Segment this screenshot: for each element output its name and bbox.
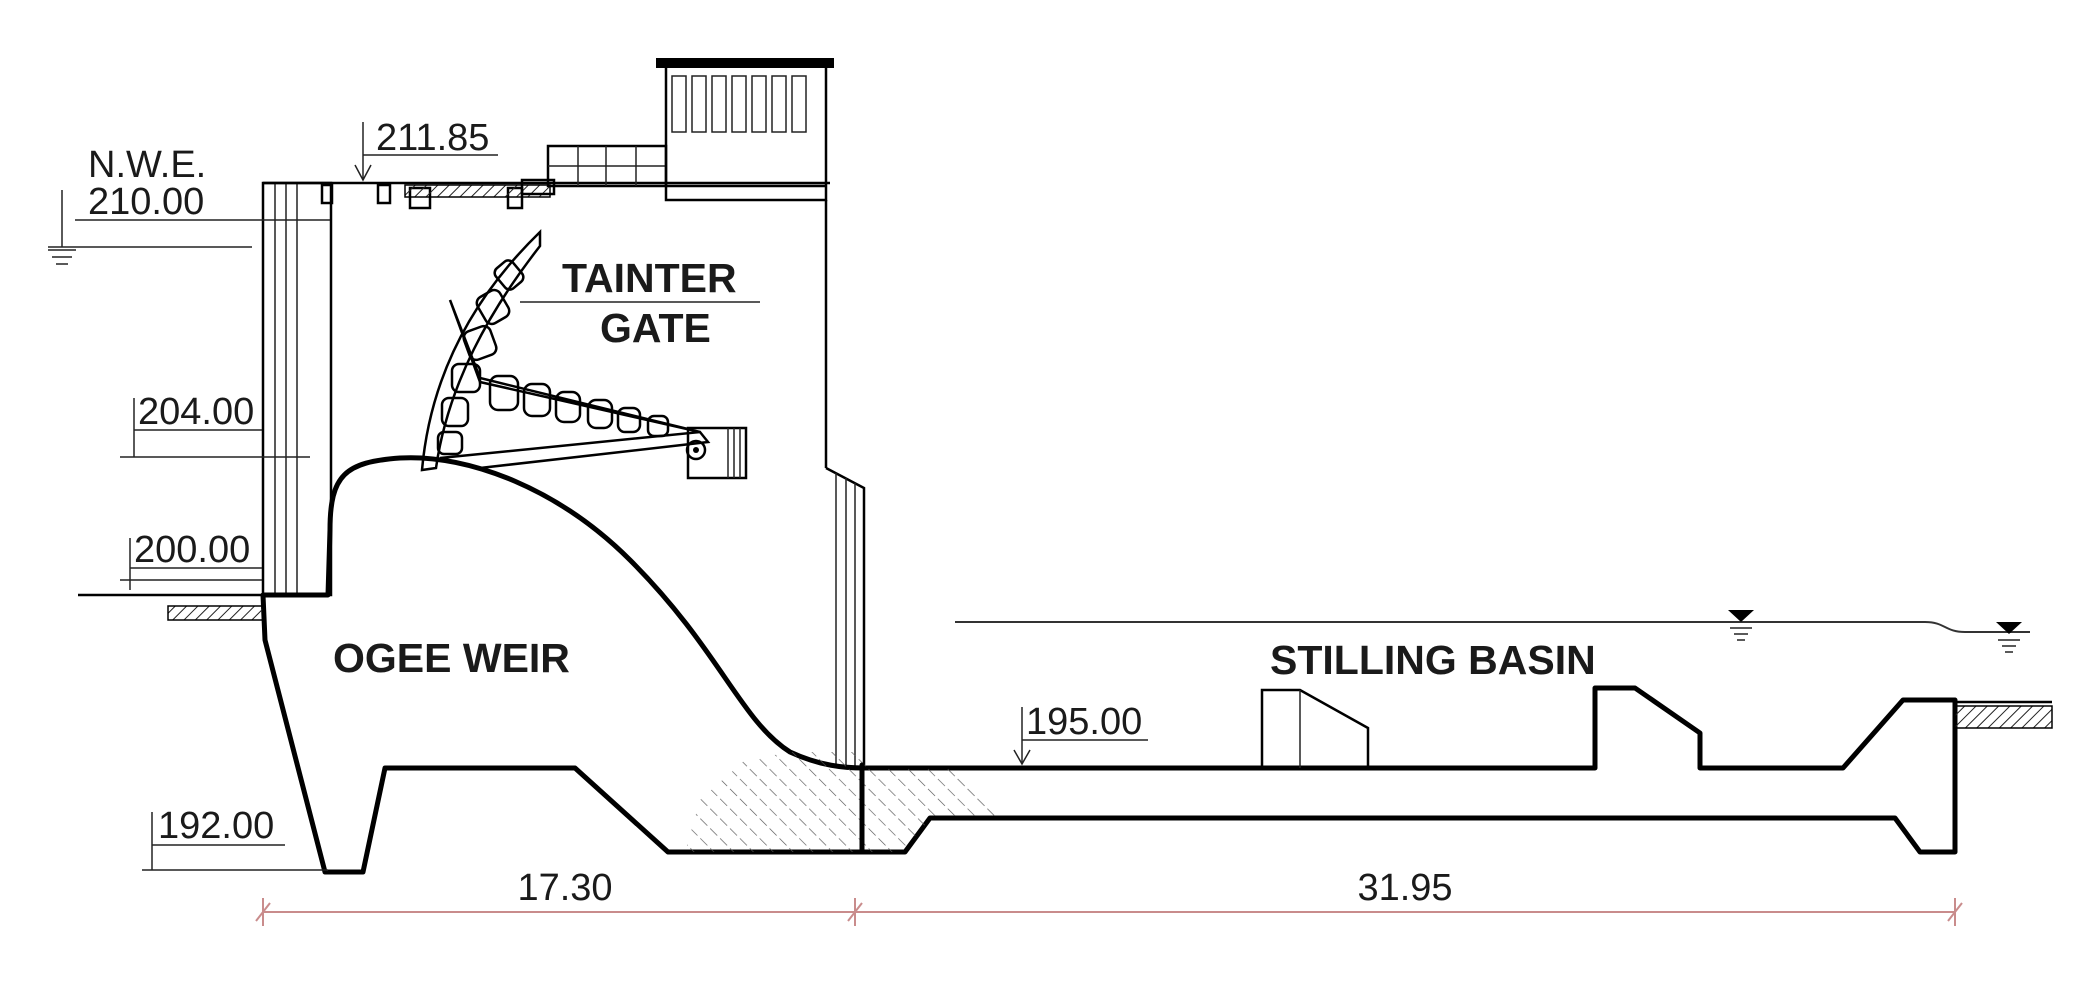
ogee-weir-and-basin-outline [260,455,1958,875]
control-house [546,58,834,202]
elevation-204-label: 204.00 [138,391,254,433]
deck-fittings [263,178,830,210]
elevation-marker-204: 204.00 [120,391,310,458]
downstream-ground [1954,700,2053,729]
nwe-value-label: 210.00 [88,181,204,223]
basin-length-dimension: 31.95 [1357,867,1452,909]
elevation-marker-211-85: 211.85 [354,117,498,182]
downstream-water-surface [955,610,2030,653]
elevation-200-label: 200.00 [134,529,250,571]
tainter-gate [420,229,760,480]
downstream-pier [824,200,866,768]
elevation-211-85-label: 211.85 [376,117,489,159]
tainter-gate-label-line2: GATE [600,305,711,351]
ogee-weir-label: OGEE WEIR [333,635,570,681]
tainter-gate-label-line1: TAINTER [562,255,737,301]
elevation-marker-195: 195.00 [1013,701,1148,766]
elevation-marker-nwe: N.W.E. 210.00 [48,144,330,265]
elevation-192-label: 192.00 [158,805,274,847]
baffle-block [1260,688,1370,770]
elevation-195-label: 195.00 [1026,701,1142,743]
upstream-pier-wall [261,181,333,597]
elevation-marker-200: 200.00 [120,529,262,590]
upstream-ground [78,593,264,621]
cutoff-hatching [685,752,1000,855]
nwe-title-label: N.W.E. [88,144,206,186]
elevation-marker-192: 192.00 [142,805,328,871]
weir-length-dimension: 17.30 [517,867,612,909]
stilling-basin-label: STILLING BASIN [1270,637,1596,683]
dimension-line: 17.30 31.95 [255,867,1963,926]
